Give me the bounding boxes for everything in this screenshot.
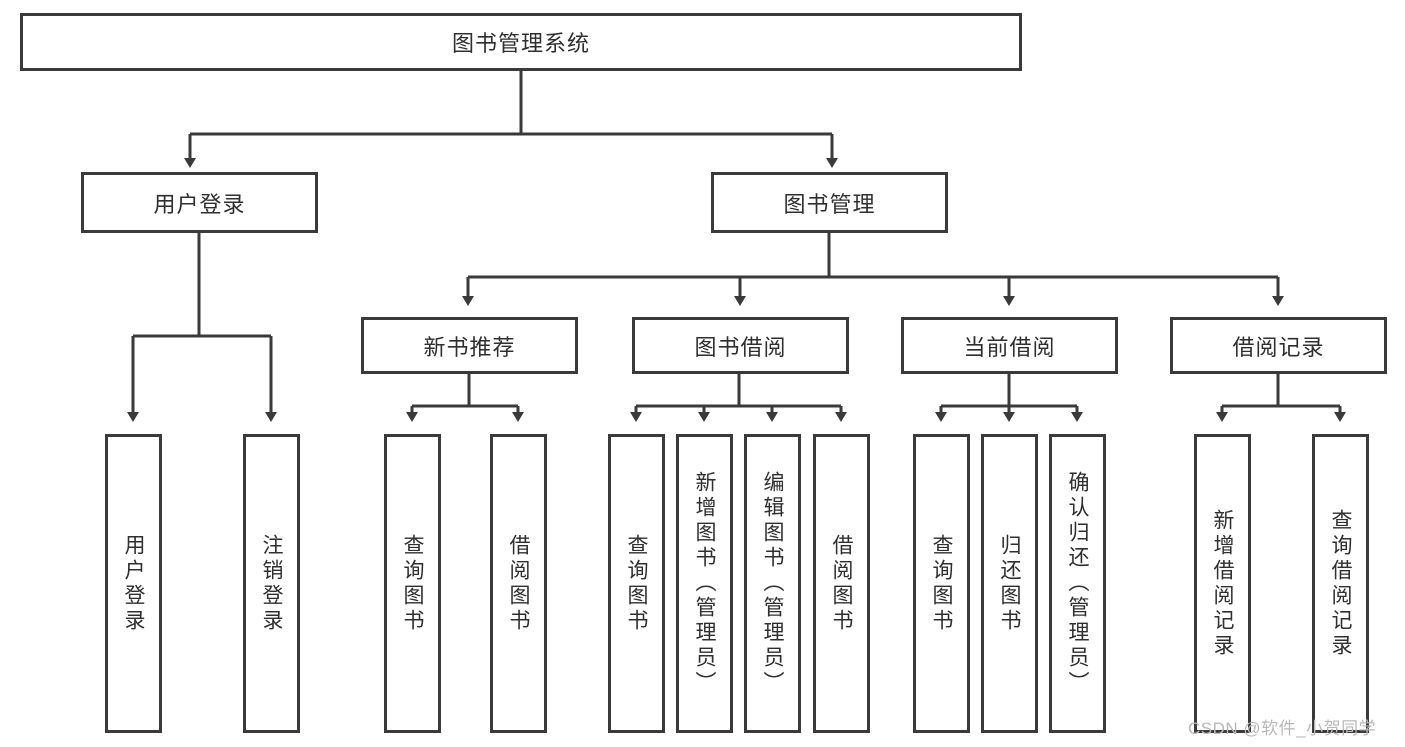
- node-label: 查询图书: [930, 533, 953, 634]
- node-label: 图书管理系统: [451, 31, 590, 56]
- node-user-login[interactable]: 用户登录: [81, 172, 318, 233]
- node-label: 查询借阅记录: [1329, 508, 1352, 659]
- node-new-book-recommend[interactable]: 新书推荐: [361, 317, 578, 374]
- node-label: 当前借阅: [963, 334, 1056, 360]
- node-label: 新增图书（管理员）: [693, 471, 716, 696]
- node-label: 用户登录: [122, 533, 145, 634]
- leaf-bb-add-book[interactable]: 新增图书（管理员）: [676, 434, 733, 733]
- leaf-bb-query-book[interactable]: 查询图书: [608, 434, 665, 733]
- node-label: 图书借阅: [694, 334, 787, 360]
- node-label: 用户登录: [153, 191, 246, 217]
- node-label: 注销登录: [260, 533, 283, 634]
- node-label: 借阅记录: [1232, 334, 1325, 360]
- node-label: 借阅图书: [507, 533, 530, 634]
- leaf-user-login[interactable]: 用户登录: [105, 434, 162, 733]
- leaf-cb-return-book[interactable]: 归还图书: [981, 434, 1038, 733]
- node-label: 新增借阅记录: [1211, 508, 1234, 659]
- node-label: 归还图书: [998, 533, 1021, 634]
- node-borrow-record[interactable]: 借阅记录: [1170, 317, 1387, 374]
- node-label: 查询图书: [625, 533, 648, 634]
- leaf-bb-edit-book[interactable]: 编辑图书（管理员）: [744, 434, 801, 733]
- watermark: CSDN @软件_小贺同学: [1188, 719, 1377, 738]
- node-book-borrow[interactable]: 图书借阅: [632, 317, 849, 374]
- leaf-nbr-query-book[interactable]: 查询图书: [384, 434, 441, 733]
- node-label: 图书管理: [783, 191, 876, 217]
- leaf-logout[interactable]: 注销登录: [243, 434, 300, 733]
- node-label: 查询图书: [401, 533, 424, 634]
- node-root-title[interactable]: 图书管理系统: [20, 13, 1022, 71]
- node-label: 编辑图书（管理员）: [761, 471, 784, 696]
- leaf-cb-confirm-return[interactable]: 确认归还（管理员）: [1049, 434, 1106, 733]
- node-label: 确认归还（管理员）: [1066, 471, 1089, 696]
- leaf-bb-borrow-book[interactable]: 借阅图书: [813, 434, 870, 733]
- leaf-br-add-record[interactable]: 新增借阅记录: [1194, 434, 1251, 733]
- leaf-nbr-borrow-book[interactable]: 借阅图书: [490, 434, 547, 733]
- leaf-cb-query-book[interactable]: 查询图书: [913, 434, 970, 733]
- node-label: 借阅图书: [830, 533, 853, 634]
- node-book-management[interactable]: 图书管理: [711, 172, 948, 233]
- node-label: 新书推荐: [423, 334, 516, 360]
- leaf-br-query-record[interactable]: 查询借阅记录: [1312, 434, 1369, 733]
- node-current-borrow[interactable]: 当前借阅: [901, 317, 1118, 374]
